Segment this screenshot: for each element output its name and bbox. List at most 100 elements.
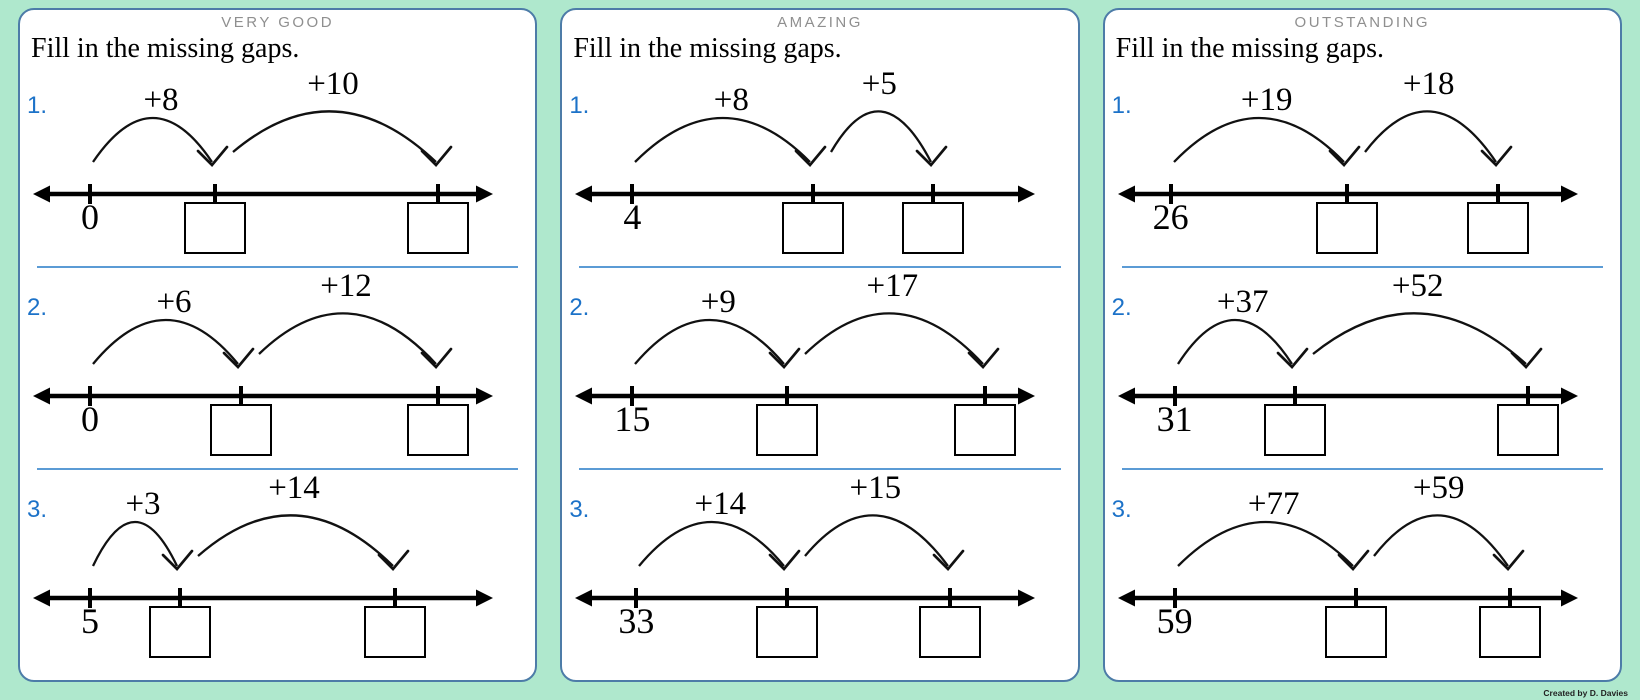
left-arrowhead	[575, 387, 593, 405]
problem: 3. +3 +14 5	[27, 470, 524, 670]
jump2-arc	[258, 312, 437, 365]
answer-box-2[interactable]	[407, 202, 469, 254]
panel-title: VERY GOOD	[221, 14, 335, 31]
jump1-label: +8	[143, 82, 179, 118]
right-arrowhead	[476, 387, 493, 405]
problem: 3. +14 +15 33	[569, 470, 1066, 670]
problem: 1. +19 +18 26	[1112, 66, 1609, 266]
left-arrowhead	[575, 589, 593, 607]
answer-box-1[interactable]	[210, 404, 272, 456]
arc-arrowhead	[420, 145, 453, 167]
jump2-label: +5	[861, 66, 897, 102]
problem-number: 3.	[569, 496, 590, 523]
arc-arrowhead	[377, 549, 410, 571]
number-line	[33, 110, 493, 204]
panel-amazing: AMAZING Fill in the missing gaps. 1. +8 …	[560, 8, 1080, 682]
arc-arrowhead	[1276, 347, 1309, 369]
jump1-label: +3	[125, 486, 161, 522]
answer-box-1[interactable]	[756, 404, 819, 456]
right-arrowhead	[1560, 589, 1578, 607]
jump1-arc	[634, 319, 786, 365]
answer-box-2[interactable]	[919, 606, 982, 658]
answer-box-2[interactable]	[1496, 404, 1559, 456]
panel-very-good: VERY GOOD Fill in the missing gaps. 1. +…	[18, 8, 538, 682]
jump2-label: +14	[268, 470, 320, 506]
arc-arrowhead	[420, 347, 453, 369]
jump1-arc	[1176, 521, 1354, 567]
jump1-arc	[91, 521, 179, 567]
credit-text: Created by D. Davies	[1543, 688, 1628, 698]
answer-box-1[interactable]	[756, 606, 819, 658]
answer-box-1[interactable]	[1263, 404, 1326, 456]
answer-box-2[interactable]	[364, 606, 426, 658]
right-arrowhead	[1560, 387, 1578, 405]
right-arrowhead	[476, 589, 493, 607]
left-arrowhead	[1117, 589, 1135, 607]
divider	[579, 468, 1061, 470]
jump2-arc	[1311, 312, 1527, 365]
jump1-label: +9	[700, 284, 736, 320]
jump2-label: +12	[320, 268, 372, 304]
right-arrowhead	[1018, 185, 1036, 203]
answer-box-2[interactable]	[1466, 202, 1529, 254]
problem-number: 3.	[27, 496, 48, 523]
start-value: 15	[614, 399, 651, 439]
jump1-label: +8	[713, 82, 749, 118]
arc-arrowhead	[932, 549, 965, 571]
jump2-label: +15	[849, 470, 902, 506]
arc-arrowhead	[768, 347, 801, 369]
jump1-label: +37	[1216, 284, 1269, 320]
jump1-arc	[92, 116, 213, 163]
jump2-arc	[830, 110, 933, 163]
arc-arrowhead	[1492, 549, 1525, 571]
right-arrowhead	[1018, 589, 1036, 607]
answer-box-1[interactable]	[149, 606, 211, 658]
answer-box-2[interactable]	[954, 404, 1017, 456]
answer-box-2[interactable]	[1478, 606, 1541, 658]
panel-title: OUTSTANDING	[1294, 14, 1431, 31]
start-value: 0	[81, 197, 99, 237]
answer-box-2[interactable]	[407, 404, 469, 456]
divider	[579, 266, 1061, 268]
jump1-label: +6	[156, 284, 192, 320]
start-value: 59	[1156, 601, 1193, 641]
instruction-text: Fill in the missing gaps.	[573, 33, 842, 64]
arc-arrowhead	[768, 549, 801, 571]
answer-box-1[interactable]	[1315, 202, 1378, 254]
arc-arrowhead	[915, 145, 948, 167]
left-arrowhead	[575, 185, 593, 203]
left-arrowhead	[1117, 185, 1135, 203]
jump2-arc	[804, 514, 950, 567]
jump1-arc	[1176, 318, 1293, 365]
left-arrowhead	[33, 387, 50, 405]
instruction-text: Fill in the missing gaps.	[31, 33, 300, 64]
jump2-arc	[1372, 514, 1509, 567]
problem-number: 1.	[1111, 92, 1132, 119]
answer-box-2[interactable]	[902, 202, 965, 254]
answer-box-1[interactable]	[184, 202, 246, 254]
number-line	[575, 110, 1036, 204]
jump2-arc	[197, 514, 394, 567]
jump2-label: +59	[1412, 470, 1465, 506]
arc-arrowhead	[161, 549, 194, 571]
problem: 2. +9 +17 15	[569, 268, 1066, 468]
jump1-label: +19	[1240, 82, 1293, 118]
arc-arrowhead	[222, 347, 255, 369]
start-value: 33	[618, 601, 655, 641]
start-value: 0	[81, 399, 99, 439]
arc-arrowhead	[1337, 549, 1370, 571]
answer-box-1[interactable]	[1324, 606, 1387, 658]
answer-box-1[interactable]	[782, 202, 845, 254]
right-arrowhead	[1560, 185, 1578, 203]
jump2-label: +52	[1391, 268, 1444, 304]
arc-arrowhead	[1510, 347, 1543, 369]
jump1-label: +14	[694, 486, 747, 522]
problem: 2. +37 +52 31	[1112, 268, 1609, 468]
number-line	[33, 514, 493, 608]
problem: 2. +6 +12 0	[27, 268, 524, 468]
start-value: 4	[623, 197, 642, 237]
start-value: 31	[1156, 399, 1193, 439]
problem-number: 3.	[1111, 496, 1132, 523]
jump2-arc	[1363, 110, 1497, 163]
